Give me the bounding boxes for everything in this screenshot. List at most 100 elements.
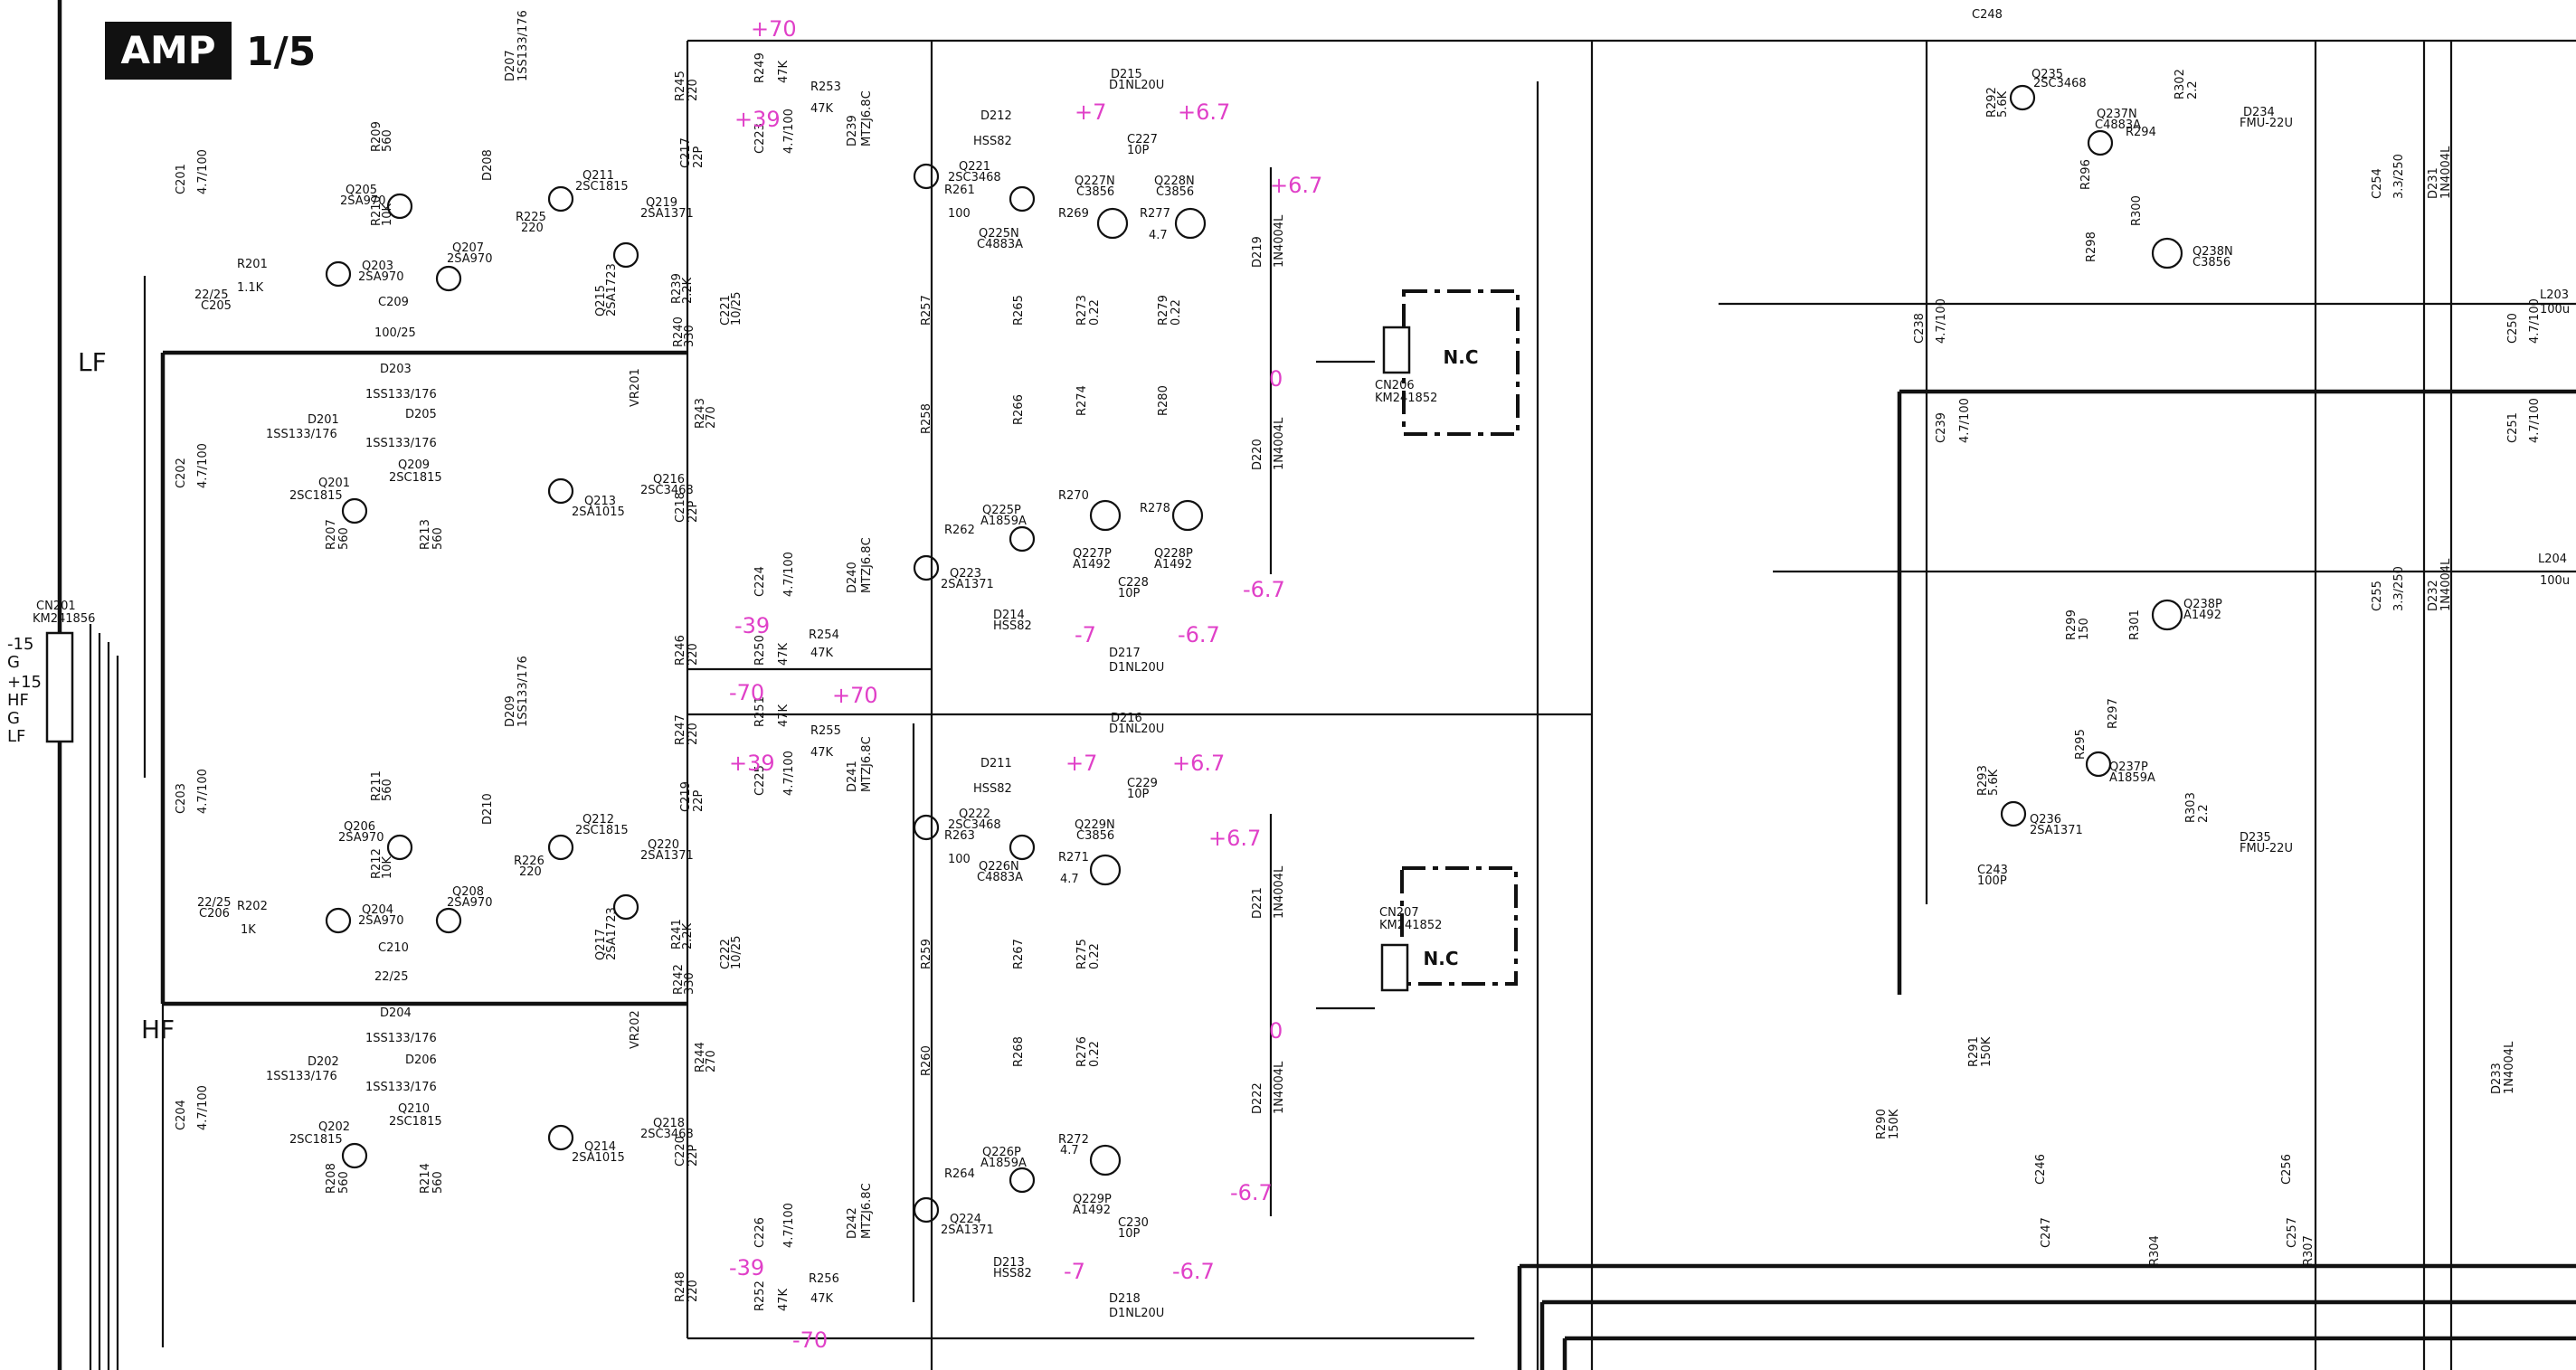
section-lf-label: LF [78, 347, 107, 377]
component-label: C248 [1972, 8, 2003, 22]
component-label: D1NL20U [1109, 79, 1164, 92]
transistor-33 [1009, 1167, 1036, 1194]
component-label: Q204 [362, 903, 393, 917]
transistor-12 [1089, 499, 1122, 532]
component-label: VR201 [629, 368, 642, 407]
component-label: 220 [687, 79, 700, 101]
component-label: C238 [1913, 313, 1927, 344]
component-label: R208 [325, 1163, 338, 1194]
component-label: D233 [2490, 1063, 2504, 1094]
component-label: R298 [2085, 231, 2098, 262]
component-label: C3856 [1156, 185, 1194, 199]
component-label: 2.2 [2186, 80, 2200, 99]
rails [89, 39, 2576, 1370]
voltage-labels: +70+39+7+6.7+6.70-6.7-39-7-6.7-70+70+39+… [729, 16, 1322, 1353]
component-label: 1SS133/176 [516, 656, 530, 727]
component-label: R211 [370, 770, 384, 801]
component-label: 1N4004L [1273, 865, 1286, 919]
title-text: AMP [120, 28, 215, 72]
component-label: D221 [1251, 887, 1264, 919]
voltage-label: +6.7 [1172, 751, 1225, 776]
cn201-part: KM241856 [33, 612, 95, 626]
component-label: R300 [2130, 195, 2144, 226]
component-label: R210 [370, 195, 384, 226]
component-label: D213 [993, 1256, 1025, 1270]
cn201-ref: CN201 [36, 600, 76, 613]
transistor-7 [547, 477, 574, 505]
component-label: Q221 [959, 160, 990, 174]
component-label: C221 [719, 295, 733, 326]
component-label: C3856 [1076, 185, 1114, 199]
component-label: R295 [2074, 729, 2088, 760]
component-label: Q207 [452, 241, 484, 255]
component-label: 1SS133/176 [516, 10, 530, 81]
component-label: C229 [1127, 777, 1158, 790]
component-label: 560 [431, 527, 445, 550]
component-label: HSS82 [993, 619, 1032, 633]
component-label: D234 [2243, 106, 2275, 119]
component-label: Q227P [1073, 547, 1112, 561]
component-label: Q222 [959, 808, 990, 821]
component-label: D217 [1109, 647, 1141, 660]
component-label: R247 [674, 714, 687, 745]
component-label: Q223 [950, 567, 981, 581]
component-label: 1N4004L [1273, 1061, 1286, 1114]
component-label: 2SA1723 [605, 263, 619, 317]
component-label: 47K [810, 647, 834, 660]
transistor-14 [1009, 525, 1036, 553]
component-label: 2SA970 [447, 252, 492, 266]
component-label: 1SS133/176 [266, 428, 337, 441]
title-box [105, 22, 232, 80]
component-label: R261 [944, 184, 975, 197]
component-label: VR202 [629, 1010, 642, 1049]
component-label: 2.2 [2197, 804, 2211, 823]
component-label: Q238N [2192, 245, 2233, 259]
component-label: R245 [674, 71, 687, 101]
component-label: 2SA970 [358, 914, 403, 928]
component-label: 22/25 [194, 288, 228, 302]
component-label: 4.7/100 [1958, 398, 1972, 443]
cn201-pin-2: G [7, 653, 20, 672]
component-label: 4.7/100 [782, 1203, 796, 1248]
transistor-27 [341, 1142, 368, 1169]
component-label: R274 [1075, 385, 1089, 416]
component-label: 2SA1015 [572, 1151, 625, 1165]
component-label: R260 [920, 1045, 933, 1076]
component-label: R214 [419, 1163, 432, 1194]
component-label: 47K [777, 642, 791, 666]
component-label: R213 [419, 519, 432, 550]
component-label: 4.7/100 [2528, 298, 2542, 344]
component-label: C224 [753, 566, 767, 597]
component-label: Q209 [398, 458, 430, 472]
transistor-26 [612, 893, 639, 921]
component-label: Q208 [452, 885, 484, 899]
component-label: Q220 [648, 838, 679, 852]
component-label: 3.3/250 [2392, 566, 2406, 611]
component-label: 1K [241, 923, 256, 937]
transistor-23 [325, 907, 352, 934]
component-label: FMU-22U [2240, 117, 2293, 130]
component-label: R292 [1985, 87, 1999, 118]
component-label: C217 [679, 137, 693, 168]
voltage-label: 0 [1269, 366, 1283, 392]
component-label: 2SC3468 [640, 484, 694, 497]
component-label: R265 [1012, 295, 1026, 326]
component-label: 10P [1118, 587, 1141, 600]
component-label: R267 [1012, 939, 1026, 969]
component-label: D214 [993, 609, 1025, 622]
component-label: D240 [846, 562, 859, 593]
component-label: Q236 [2030, 813, 2061, 827]
component-label: 1SS133/176 [365, 1081, 437, 1094]
component-label: D232 [2427, 580, 2440, 611]
voltage-label: -6.7 [1172, 1259, 1215, 1284]
transistor-11 [1174, 207, 1207, 240]
component-label: HSS82 [973, 782, 1012, 796]
component-label: D203 [380, 363, 412, 376]
component-label: 3.3/250 [2392, 154, 2406, 199]
component-label: C206 [199, 907, 230, 921]
component-label: C209 [378, 296, 409, 309]
component-label: R244 [694, 1042, 707, 1072]
component-label: 10/25 [730, 292, 743, 326]
component-label: Q219 [646, 196, 677, 210]
voltage-label: +6.7 [1178, 99, 1230, 125]
